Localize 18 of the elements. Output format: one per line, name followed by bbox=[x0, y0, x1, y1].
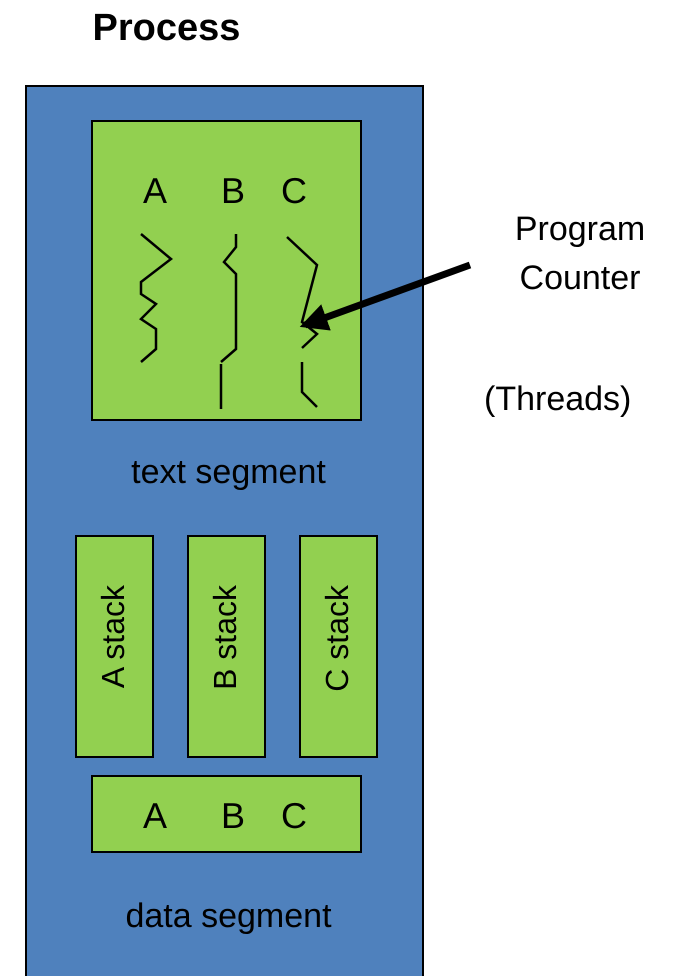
column-letter: B bbox=[221, 170, 246, 212]
column-letter: C bbox=[281, 795, 307, 837]
stack-box bbox=[187, 535, 266, 758]
arrow bbox=[300, 262, 472, 330]
segment-label: data segment bbox=[124, 897, 333, 936]
column-letter: C bbox=[281, 170, 307, 212]
stack-label: B stack bbox=[207, 585, 244, 690]
column-letter: B bbox=[221, 795, 246, 837]
stack-label: A stack bbox=[95, 585, 132, 688]
segment-label: text segment bbox=[130, 453, 327, 492]
stack-box bbox=[299, 535, 378, 758]
heading: Process bbox=[92, 7, 242, 50]
callout-text: (Threads) bbox=[484, 380, 632, 419]
column-letter: A bbox=[143, 170, 168, 212]
stack-label: C stack bbox=[319, 585, 356, 692]
column-letter: A bbox=[143, 795, 168, 837]
callout-text: Program Counter bbox=[514, 209, 646, 300]
stack-box bbox=[75, 535, 154, 758]
